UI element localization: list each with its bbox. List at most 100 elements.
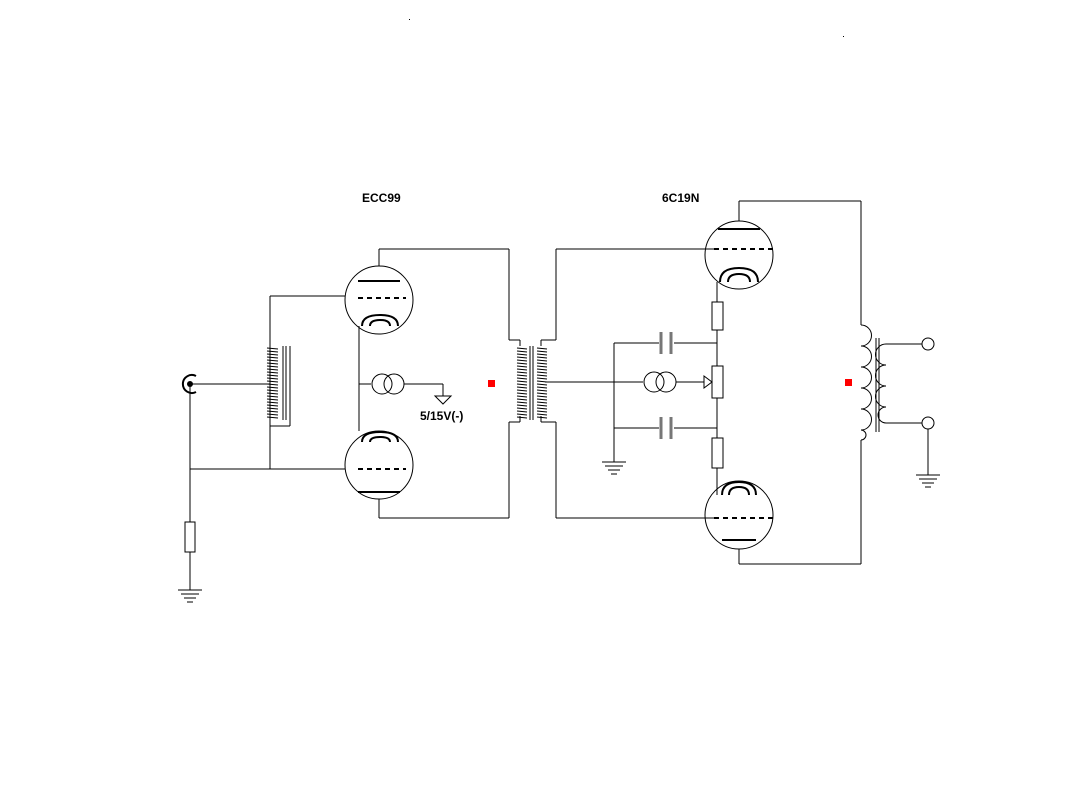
winding-turn bbox=[266, 383, 279, 386]
winding-turn bbox=[536, 386, 548, 389]
winding-turn bbox=[266, 401, 279, 404]
input-transformer bbox=[269, 295, 359, 469]
winding-turn bbox=[536, 389, 548, 392]
winding-turn bbox=[536, 401, 548, 404]
winding-turn bbox=[516, 413, 528, 416]
interstage-transformer bbox=[519, 339, 643, 423]
winding-turn bbox=[266, 395, 279, 398]
winding-turn bbox=[516, 362, 528, 365]
input-wiring bbox=[189, 384, 359, 590]
winding-turn bbox=[536, 383, 548, 386]
cathode-ground-symbol bbox=[602, 461, 626, 475]
winding-turn bbox=[536, 371, 548, 374]
winding-turn bbox=[266, 374, 279, 377]
bias-supply-label: 5/15V(-) bbox=[420, 409, 463, 423]
winding-turn bbox=[536, 362, 548, 365]
output-tube-label: 6C19N bbox=[662, 191, 699, 205]
winding-turn bbox=[536, 368, 548, 371]
cathode-resistor-lower bbox=[711, 437, 724, 469]
winding-turn bbox=[536, 404, 548, 407]
winding-turn bbox=[266, 392, 279, 395]
winding-turn bbox=[516, 401, 528, 404]
bypass-capacitor-lower bbox=[659, 417, 673, 439]
winding-turn bbox=[536, 413, 548, 416]
winding-turn bbox=[516, 410, 528, 413]
input-jack bbox=[181, 374, 270, 394]
driver-current-source bbox=[371, 373, 453, 405]
stray-dot bbox=[843, 36, 844, 37]
cathode-potentiometer bbox=[711, 365, 724, 399]
winding-turn bbox=[536, 377, 548, 380]
output-transformer bbox=[860, 324, 922, 441]
winding-turn bbox=[266, 386, 279, 389]
winding-turn bbox=[266, 389, 279, 392]
winding-turn bbox=[516, 368, 528, 371]
bypass-capacitor-upper bbox=[659, 332, 673, 354]
cathode-resistor-upper bbox=[711, 301, 724, 331]
input-ground-symbol bbox=[178, 589, 202, 603]
winding-turn bbox=[536, 374, 548, 377]
output-stage-wiring bbox=[555, 200, 862, 565]
6c19n-upper-triode bbox=[704, 220, 774, 290]
winding-turn bbox=[266, 353, 279, 356]
winding-turn bbox=[536, 395, 548, 398]
winding-turn bbox=[536, 392, 548, 395]
winding-turn bbox=[266, 371, 279, 374]
winding-turn bbox=[266, 398, 279, 401]
winding-turn bbox=[516, 356, 528, 359]
input-resistor bbox=[184, 521, 196, 553]
winding-turn bbox=[516, 407, 528, 410]
winding-turn bbox=[516, 359, 528, 362]
winding-turn bbox=[266, 380, 279, 383]
winding-turn bbox=[536, 365, 548, 368]
winding-turn bbox=[516, 371, 528, 374]
winding-turn bbox=[536, 347, 548, 350]
driver-red-marker bbox=[488, 380, 495, 387]
winding-turn bbox=[516, 404, 528, 407]
output-terminal-ground bbox=[921, 416, 935, 430]
winding-turn bbox=[266, 407, 279, 410]
winding-turn bbox=[536, 359, 548, 362]
winding-turn bbox=[516, 353, 528, 356]
winding-turn bbox=[516, 398, 528, 401]
winding-turn bbox=[266, 362, 279, 365]
winding-turn bbox=[516, 380, 528, 383]
ecc99-wiring bbox=[358, 248, 520, 519]
winding-turn bbox=[516, 392, 528, 395]
winding-turn bbox=[266, 368, 279, 371]
winding-turn bbox=[516, 377, 528, 380]
stray-dot bbox=[409, 19, 410, 20]
winding-turn bbox=[266, 359, 279, 362]
ecc99-lower-triode bbox=[344, 430, 414, 500]
output-red-marker bbox=[845, 379, 852, 386]
winding-turn bbox=[516, 386, 528, 389]
winding-turn bbox=[536, 398, 548, 401]
winding-turn bbox=[516, 383, 528, 386]
winding-turn bbox=[266, 347, 279, 350]
winding-turn bbox=[266, 365, 279, 368]
winding-turn bbox=[516, 374, 528, 377]
winding-turn bbox=[266, 356, 279, 359]
winding-turn bbox=[536, 350, 548, 353]
winding-turn bbox=[266, 410, 279, 413]
winding-turn bbox=[516, 350, 528, 353]
6c19n-lower-triode bbox=[704, 480, 774, 550]
winding-turn bbox=[266, 413, 279, 416]
output-terminal-hot bbox=[921, 337, 935, 351]
output-ground-symbol bbox=[916, 429, 940, 488]
output-current-source bbox=[643, 371, 713, 393]
winding-turn bbox=[516, 395, 528, 398]
driver-tube-label: ECC99 bbox=[362, 191, 401, 205]
input-transformer-coils bbox=[266, 347, 279, 419]
winding-turn bbox=[266, 377, 279, 380]
winding-turn bbox=[536, 416, 548, 419]
interstage-transformer-coils bbox=[516, 347, 548, 419]
winding-turn bbox=[266, 416, 279, 419]
winding-turn bbox=[266, 350, 279, 353]
winding-turn bbox=[536, 353, 548, 356]
winding-turn bbox=[536, 407, 548, 410]
winding-turn bbox=[536, 380, 548, 383]
winding-turn bbox=[536, 356, 548, 359]
winding-turn bbox=[516, 347, 528, 350]
